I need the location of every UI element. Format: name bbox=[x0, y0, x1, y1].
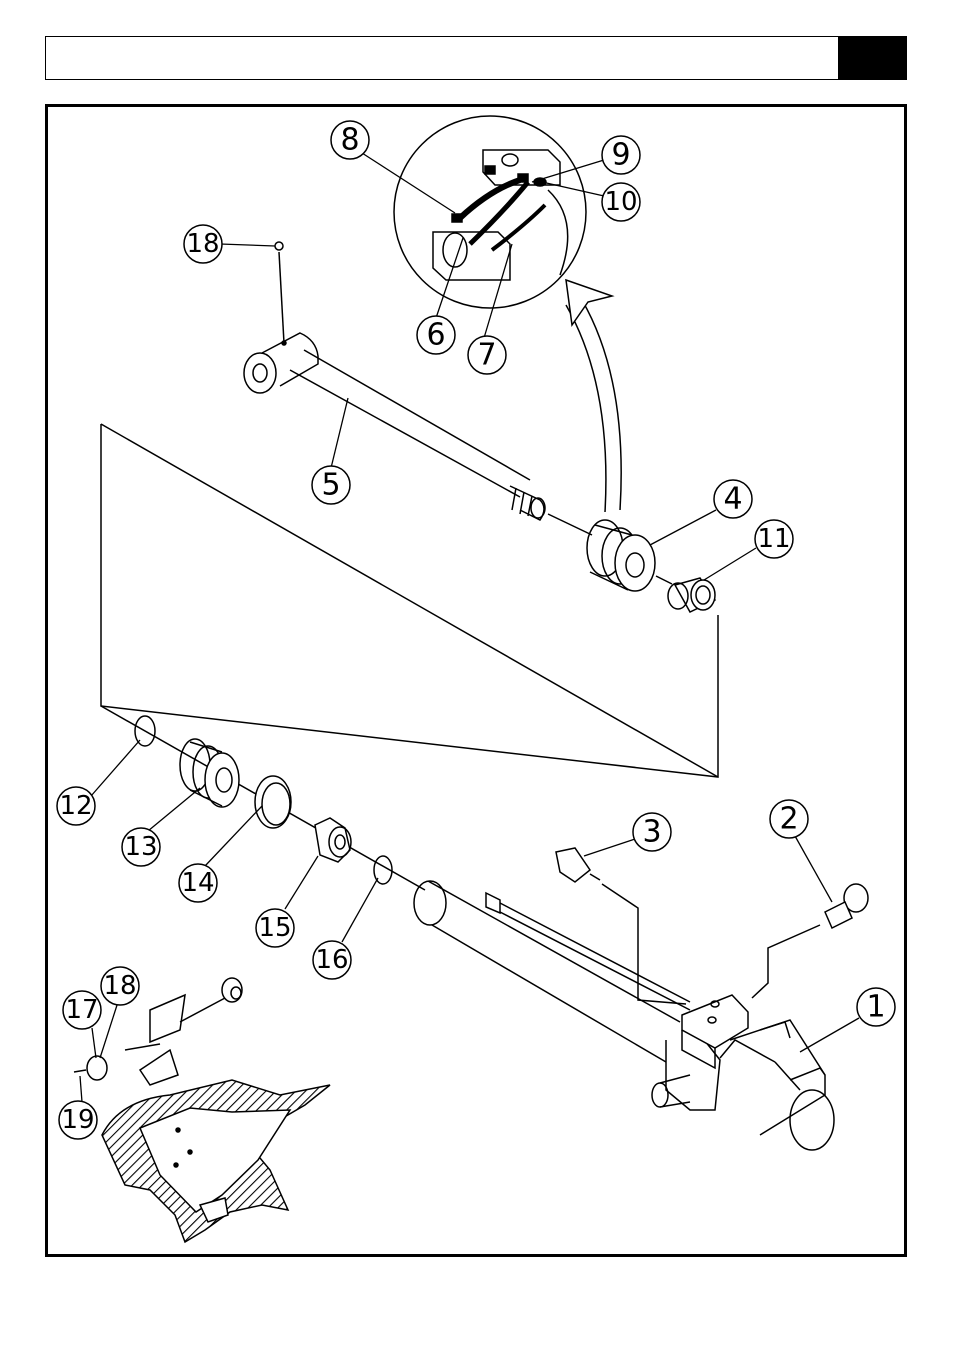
callout-18-top: 18 bbox=[184, 225, 222, 263]
callout-14-label: 14 bbox=[181, 868, 214, 898]
callout-19-label: 19 bbox=[61, 1105, 94, 1135]
leader-lines bbox=[80, 153, 859, 1102]
callout-4-label: 4 bbox=[723, 482, 742, 517]
callout-15: 15 bbox=[256, 909, 294, 947]
part-1-cylinder bbox=[414, 881, 834, 1150]
callout-4: 4 bbox=[714, 480, 752, 518]
callout-19: 19 bbox=[59, 1101, 97, 1139]
callout-13: 13 bbox=[122, 828, 160, 866]
callout-8-label: 8 bbox=[340, 123, 359, 158]
callout-5-label: 5 bbox=[321, 468, 340, 503]
callout-3: 3 bbox=[633, 813, 671, 851]
callout-12-label: 12 bbox=[59, 791, 92, 821]
callout-14: 14 bbox=[179, 864, 217, 902]
part-2-fitting bbox=[752, 884, 868, 998]
callout-10: 10 bbox=[602, 183, 640, 221]
part-3-sensor bbox=[556, 848, 686, 1004]
callout-13-label: 13 bbox=[124, 832, 157, 862]
callout-17: 17 bbox=[63, 991, 101, 1029]
callout-11: 11 bbox=[755, 520, 793, 558]
callout-2: 2 bbox=[770, 800, 808, 838]
callout-9: 9 bbox=[602, 136, 640, 174]
part-14-ring bbox=[255, 776, 291, 828]
part-4-piston bbox=[587, 520, 655, 591]
callout-5: 5 bbox=[312, 466, 350, 504]
callout-18-top-label: 18 bbox=[186, 229, 219, 259]
callout-11-label: 11 bbox=[757, 524, 790, 554]
callout-1: 1 bbox=[857, 988, 895, 1026]
callout-7-label: 7 bbox=[477, 338, 496, 373]
callout-15-label: 15 bbox=[258, 913, 291, 943]
callout-16: 16 bbox=[313, 941, 351, 979]
callout-8: 8 bbox=[331, 121, 369, 159]
callout-9-label: 9 bbox=[611, 138, 630, 173]
part-11-bushing bbox=[668, 578, 715, 612]
callout-18-bottom: 18 bbox=[101, 967, 139, 1005]
callout-7: 7 bbox=[468, 336, 506, 374]
callout-10-label: 10 bbox=[604, 187, 637, 217]
callout-2-label: 2 bbox=[779, 802, 798, 837]
callout-16-label: 16 bbox=[315, 945, 348, 975]
callout-1-label: 1 bbox=[866, 990, 885, 1025]
callout-18-bottom-label: 18 bbox=[103, 971, 136, 1001]
callout-3-label: 3 bbox=[642, 815, 661, 850]
callout-17-label: 17 bbox=[65, 995, 98, 1025]
callout-6-label: 6 bbox=[426, 318, 445, 353]
callout-12: 12 bbox=[57, 787, 95, 825]
detail-view-circle bbox=[394, 116, 586, 308]
part-15-nut bbox=[315, 818, 351, 862]
detail-arrow bbox=[566, 280, 621, 512]
callout-6: 6 bbox=[417, 316, 455, 354]
